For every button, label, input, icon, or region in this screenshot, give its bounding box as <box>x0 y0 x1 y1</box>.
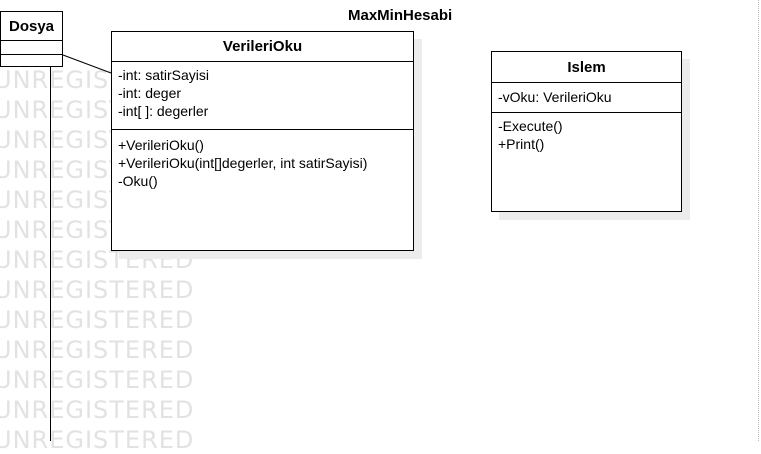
operation-row: +VerileriOku(int[]degerler, int satirSay… <box>118 155 368 171</box>
class-dosya[interactable]: Dosya <box>0 11 63 67</box>
watermark-text: UNREGISTERED <box>0 396 195 424</box>
dosya-lifeline <box>50 66 51 441</box>
watermark-text: UNREGISTERED <box>0 276 195 304</box>
attributes-compartment: -int: satirSayisi -int: deger -int[ ]: d… <box>112 62 413 130</box>
attributes-compartment <box>1 41 62 55</box>
watermark-text: UNREGISTERED <box>0 366 195 394</box>
class-islem[interactable]: Islem -vOku: VerileriOku -Execute() +Pri… <box>491 51 682 212</box>
class-verilerioku[interactable]: VerileriOku -int: satirSayisi -int: dege… <box>111 31 414 251</box>
dosya-verilerioku-association[interactable] <box>62 54 112 74</box>
attribute-row: -int: deger <box>118 85 182 101</box>
watermark-text: UNREGISTERED <box>0 306 195 334</box>
attributes-compartment: -vOku: VerileriOku <box>492 83 681 113</box>
attribute-row: -vOku: VerileriOku <box>498 89 612 105</box>
connector-layer <box>62 54 112 74</box>
canvas-edge <box>758 0 760 441</box>
attribute-row: -int: satirSayisi <box>118 67 210 83</box>
operations-compartment: -Execute() +Print() <box>492 113 681 153</box>
operation-row: -Oku() <box>118 173 158 189</box>
operation-row: +VerileriOku() <box>118 137 204 153</box>
attribute-row: -int[ ]: degerler <box>118 103 209 119</box>
watermark-text: UNREGISTERED <box>0 336 195 364</box>
operations-compartment: +VerileriOku() +VerileriOku(int[]degerle… <box>112 130 413 190</box>
class-name: Dosya <box>1 12 62 41</box>
class-name: Islem <box>492 52 681 83</box>
operation-row: +Print() <box>498 136 545 152</box>
operation-row: -Execute() <box>498 118 563 134</box>
diagram-title: MaxMinHesabi <box>348 7 453 24</box>
class-name: VerileriOku <box>112 32 413 62</box>
